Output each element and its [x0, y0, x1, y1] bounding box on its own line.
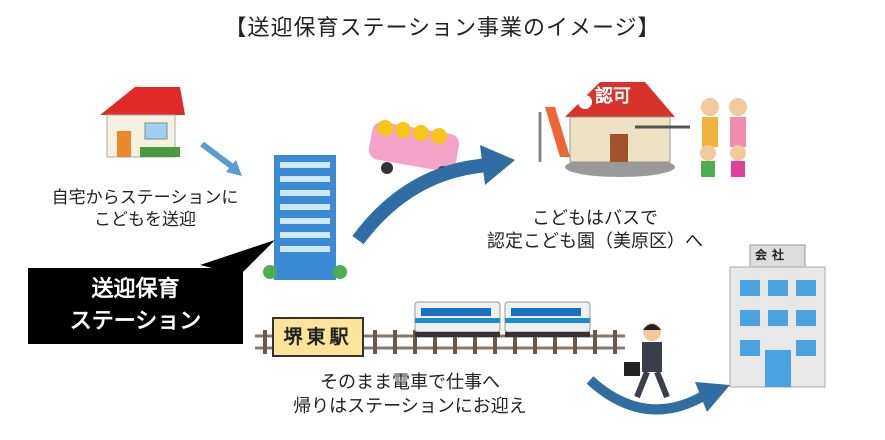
nursery-sign: 認可	[595, 86, 631, 107]
callout-line2: ステーション	[69, 309, 202, 334]
home-text-line1: 自宅からステーションに	[51, 188, 239, 208]
nursery-icon	[538, 82, 690, 177]
callout-line1: 送迎保育	[91, 277, 180, 302]
station-sign: 堺東駅	[272, 317, 364, 357]
train-icon	[414, 301, 591, 337]
bus-text-line2: 認定こども園（美原区）へ	[487, 231, 703, 252]
school-bus-icon	[368, 120, 460, 175]
office-sign: 会社	[755, 248, 790, 262]
family-icon	[700, 98, 747, 177]
callout-pointer	[200, 240, 275, 275]
arrow-station-to-nursery	[352, 145, 515, 245]
train-text-line2: 帰りはステーションにお迎え	[293, 396, 527, 417]
arrow-to-office	[586, 376, 730, 415]
page-title: 【送迎保育ステーション事業のイメージ】	[224, 16, 661, 41]
businessman-icon	[624, 323, 670, 399]
home-text-line2: こどもを送迎	[94, 210, 196, 230]
train-text-line1: そのまま電車で仕事へ	[320, 372, 500, 393]
station-callout: 送迎保育 ステーション	[28, 268, 243, 344]
bus-text-line1: こどもはバスで	[532, 208, 658, 229]
arrow-home-to-station	[200, 141, 242, 176]
station-building-icon	[263, 155, 347, 280]
office-building-icon	[729, 244, 826, 388]
house-icon	[100, 87, 185, 158]
